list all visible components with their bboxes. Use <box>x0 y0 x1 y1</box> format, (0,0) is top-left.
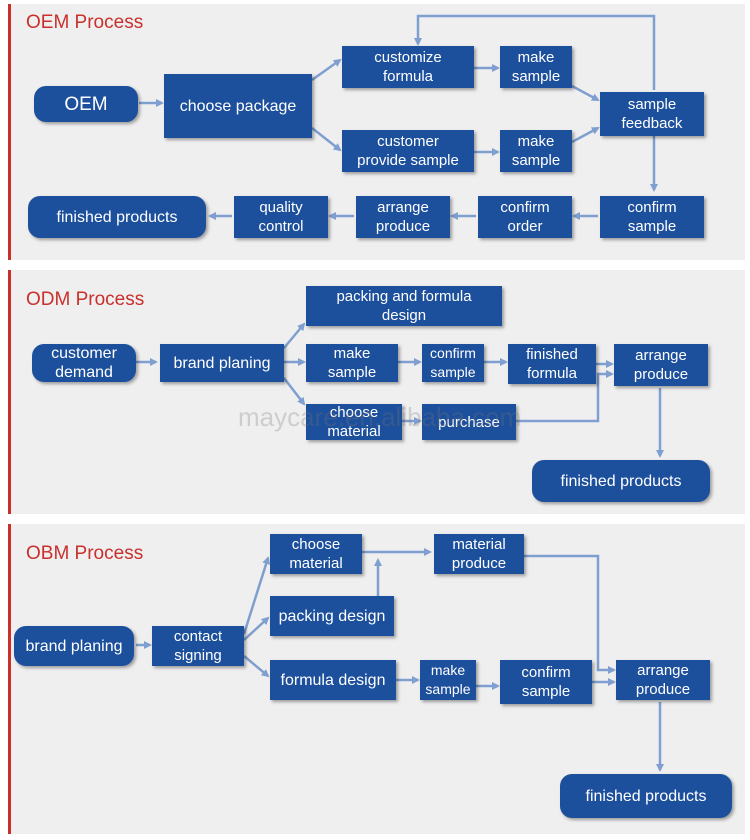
customer-provide-sample-box: customer provide sample <box>342 130 474 172</box>
sample-feedback-box: sample feedback <box>600 92 704 136</box>
arrow <box>311 127 342 152</box>
odm-choose-material-box: choose material <box>306 404 402 440</box>
oem-start: OEM <box>34 86 138 122</box>
purchase-box: purchase <box>422 404 516 440</box>
make-sample-box-1: make sample <box>500 46 572 88</box>
obm-arrange-produce-box: arrange produce <box>616 660 710 700</box>
oem-arrange-produce-box: arrange produce <box>356 196 450 238</box>
odm-arrange-produce-box: arrange produce <box>614 344 708 386</box>
odm-brand-planing-box: brand planing <box>160 344 284 382</box>
obm-title: OBM Process <box>26 543 144 564</box>
arrow <box>242 556 271 635</box>
choose-package-box: choose package <box>164 74 312 138</box>
oem-finished-products-box: finished products <box>28 196 206 238</box>
arrow <box>414 14 656 90</box>
material-produce-box: material produce <box>434 534 524 574</box>
customer-demand-box: customer demand <box>32 344 136 382</box>
obm-finished-products-box: finished products <box>560 774 732 818</box>
oem-title: OEM Process <box>26 12 144 33</box>
arrow <box>516 370 614 423</box>
arrow <box>524 554 616 674</box>
customize-formula-box: customize formula <box>342 46 474 88</box>
obm-choose-material-box: choose material <box>270 534 362 574</box>
watermark: maycare.en.alibaba.com <box>238 402 522 432</box>
oem-confirm-sample-box: confirm sample <box>600 196 704 238</box>
obm-confirm-sample-box: confirm sample <box>500 660 592 704</box>
confirm-order-box: confirm order <box>478 196 572 238</box>
arrow <box>571 126 600 144</box>
arrow <box>243 655 270 678</box>
arrow <box>283 322 306 349</box>
odm-make-sample-box: make sample <box>306 344 398 382</box>
packing-formula-design-box: packing and formula design <box>306 286 502 326</box>
contact-signing-box: contact signing <box>152 626 244 666</box>
packing-design-box: packing design <box>270 596 394 636</box>
quality-control-box: quality control <box>234 196 328 238</box>
make-sample-box-2: make sample <box>500 130 572 172</box>
odm-finished-products-box: finished products <box>532 460 710 502</box>
arrow <box>283 377 306 406</box>
arrow <box>243 616 270 641</box>
arrow <box>571 84 600 102</box>
obm-make-sample-box: make sample <box>420 660 476 700</box>
obm-brand-planing-box: brand planing <box>14 626 134 666</box>
odm-title: ODM Process <box>26 289 145 310</box>
odm-confirm-sample-box: confirm sample <box>422 344 484 382</box>
arrow <box>311 58 342 82</box>
finished-formula-box: finished formula <box>508 344 596 384</box>
formula-design-box: formula design <box>270 660 396 700</box>
